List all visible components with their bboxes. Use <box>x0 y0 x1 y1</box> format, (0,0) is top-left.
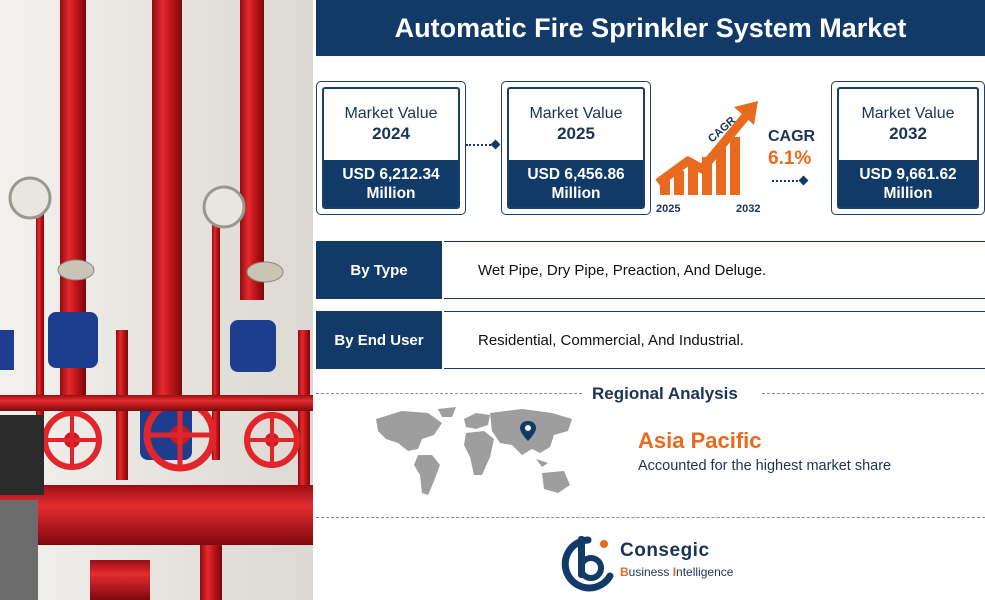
divider <box>316 517 985 518</box>
card-year: 2032 <box>889 124 927 143</box>
cagr-heading: CAGR <box>768 128 816 145</box>
card-value-unit: Million <box>366 184 416 202</box>
card-value-amount: USD 9,661.62 <box>859 165 957 183</box>
card-value-amount: USD 6,212.34 <box>342 165 440 183</box>
card-value: USD 6,212.34 Million <box>324 160 458 207</box>
segment-text: Wet Pipe, Dry Pipe, Preaction, And Delug… <box>444 241 985 299</box>
infographic-panel: Automatic Fire Sprinkler System Market M… <box>316 0 985 600</box>
card-value: USD 9,661.62 Million <box>839 160 977 207</box>
regional-analysis-title: Regional Analysis <box>592 384 738 403</box>
cagr-value: 6.1% <box>768 148 812 169</box>
segment-row-by-end-user: By End User Residential, Commercial, And… <box>316 311 985 369</box>
card-value-unit: Million <box>883 184 933 202</box>
cagr-start-year: 2025 <box>656 203 680 215</box>
market-value-card-2032: Market Value 2032 USD 9,661.62 Million <box>831 81 985 215</box>
segment-row-by-type: By Type Wet Pipe, Dry Pipe, Preaction, A… <box>316 241 985 299</box>
card-label: Market Value <box>861 105 955 122</box>
card-value-amount: USD 6,456.86 <box>527 165 625 183</box>
cagr-end-year: 2032 <box>736 203 760 215</box>
market-value-card-2024: Market Value 2024 USD 6,212.34 Million <box>316 81 466 215</box>
divider <box>762 393 984 394</box>
connector-diamond <box>798 175 809 186</box>
location-pin-icon <box>520 421 536 441</box>
market-value-card-2025: Market Value 2025 USD 6,456.86 Million <box>501 81 651 215</box>
top-region-name: Asia Pacific <box>638 428 762 453</box>
world-map-icon <box>376 407 572 495</box>
connector-dots <box>772 180 802 182</box>
page-title: Automatic Fire Sprinkler System Market <box>316 0 985 56</box>
card-label: Market Value <box>344 105 438 122</box>
card-label: Market Value <box>529 105 623 122</box>
brand-name: Consegic <box>620 540 710 561</box>
divider <box>316 393 582 394</box>
card-value: USD 6,456.86 Million <box>509 160 643 207</box>
card-year: 2024 <box>372 124 410 143</box>
card-year: 2025 <box>557 124 595 143</box>
brand-tagline: Business Intelligence <box>620 565 734 579</box>
pipes-illustration <box>0 0 313 600</box>
card-value-unit: Million <box>551 184 601 202</box>
consegic-logo <box>561 536 614 592</box>
growth-arrow-icon: CAGR 2025 2032 <box>655 101 760 215</box>
segment-text: Residential, Commercial, And Industrial. <box>444 311 985 369</box>
connector-diamond <box>490 139 501 150</box>
segment-key: By End User <box>316 311 442 369</box>
connector-dots <box>466 144 494 146</box>
segment-key: By Type <box>316 241 442 299</box>
fire-sprinkler-pipes-photo <box>0 0 313 600</box>
top-region-description: Accounted for the highest market share <box>638 458 892 474</box>
